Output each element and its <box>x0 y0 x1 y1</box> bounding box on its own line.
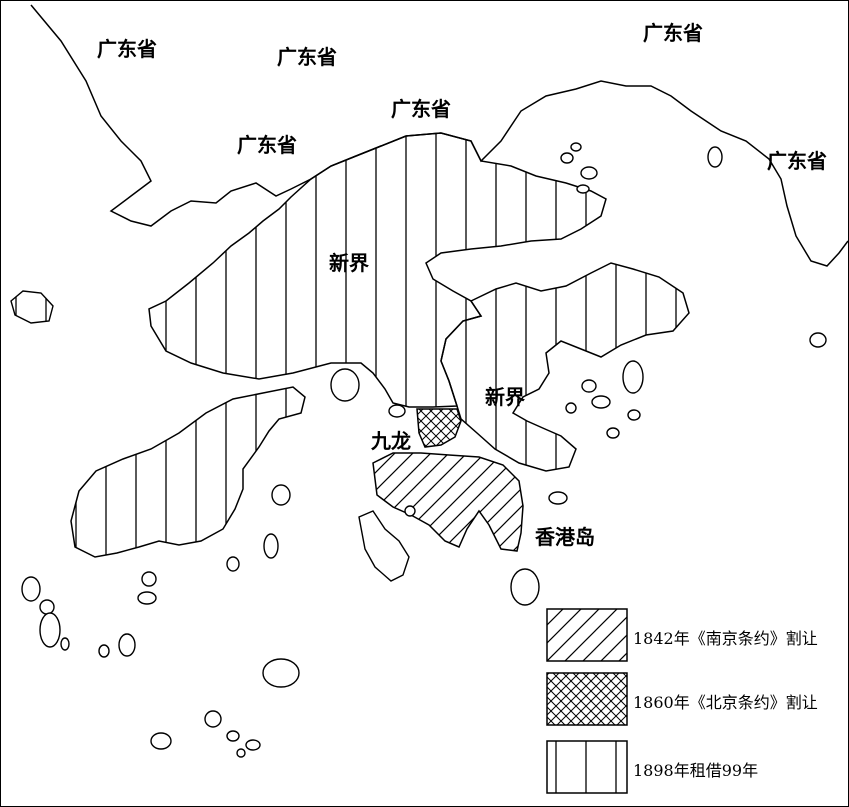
legend-text-1860: 1860年《北京条约》割让 <box>633 693 818 712</box>
island <box>236 748 246 758</box>
island <box>548 491 568 505</box>
island <box>262 658 300 688</box>
island <box>60 637 70 651</box>
island <box>204 710 222 728</box>
island <box>226 730 240 742</box>
label-guangdong: 广东省 <box>277 45 337 69</box>
island <box>358 510 410 582</box>
label-guangdong: 广东省 <box>767 149 827 173</box>
island <box>10 290 54 324</box>
island <box>21 576 41 602</box>
island <box>141 571 157 587</box>
label-guangdong: 广东省 <box>643 21 703 45</box>
label-guangdong: 广东省 <box>237 133 297 157</box>
label-new-territories: 新界 <box>329 251 369 275</box>
legend-swatch-1860 <box>546 672 628 726</box>
island <box>137 591 157 605</box>
island <box>560 152 574 164</box>
island <box>388 404 406 418</box>
island <box>707 146 723 168</box>
island <box>510 568 540 606</box>
outlying-islands <box>10 142 827 758</box>
island <box>576 184 590 194</box>
island <box>226 556 240 572</box>
island <box>606 427 620 439</box>
label-guangdong: 广东省 <box>97 37 157 61</box>
lantau-island <box>70 386 306 558</box>
island <box>271 484 291 506</box>
island <box>570 142 582 152</box>
island <box>330 368 360 402</box>
kowloon-region <box>416 408 462 448</box>
legend-swatch-1898 <box>546 740 628 794</box>
island <box>809 332 827 348</box>
island <box>627 409 641 421</box>
hong-kong-island-region <box>372 452 524 552</box>
island <box>622 360 644 394</box>
legend-text-1842: 1842年《南京条约》割让 <box>633 629 818 648</box>
island <box>565 402 577 414</box>
label-guangdong: 广东省 <box>391 97 451 121</box>
new-territories-east-region <box>440 262 690 472</box>
island <box>245 739 261 751</box>
island <box>150 732 172 750</box>
island <box>39 599 55 615</box>
island <box>581 379 597 393</box>
new-territories-region <box>148 132 607 408</box>
island <box>39 612 61 648</box>
label-kowloon: 九龙 <box>371 429 411 453</box>
island <box>580 166 598 180</box>
label-new-territories: 新界 <box>485 385 525 409</box>
island <box>98 644 110 658</box>
island <box>118 633 136 657</box>
island <box>591 395 611 409</box>
island <box>404 505 416 517</box>
legend-text-1898: 1898年租借99年 <box>633 761 759 780</box>
legend-swatch-1842 <box>546 608 628 662</box>
label-hong-kong-island: 香港岛 <box>535 525 595 549</box>
island <box>263 533 279 559</box>
